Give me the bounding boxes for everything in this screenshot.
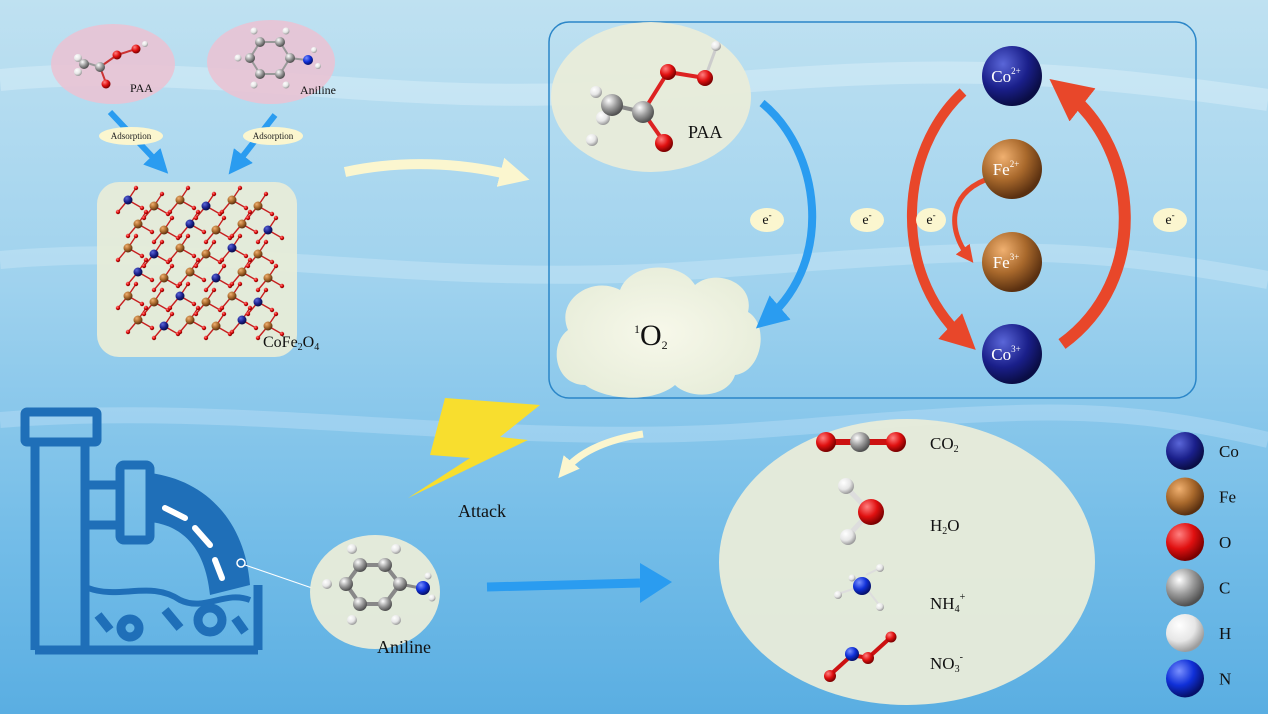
fe3-ion <box>982 232 1042 292</box>
aniline-label: Aniline <box>377 637 431 657</box>
legend-swatch-o <box>1166 523 1204 561</box>
singlet-attack-arrow <box>558 430 644 479</box>
co2-to-co3-arrow <box>907 88 976 350</box>
cofe2o4-crystal-structure <box>115 185 285 341</box>
legend-swatch-fe <box>1166 477 1204 516</box>
nh4-molecule <box>834 564 884 611</box>
svg-text:e-: e- <box>926 210 935 228</box>
aniline-molecule <box>322 544 436 625</box>
co3-ion <box>982 324 1042 384</box>
paa-large-molecule <box>586 41 721 152</box>
wastewater-factory-icon <box>20 407 263 655</box>
no3-product-label: NO3- <box>930 652 963 675</box>
mechanism-panel <box>548 21 1197 399</box>
adsorption-label-left: Adsorption <box>111 131 152 141</box>
legend-label-fe: Fe <box>1219 488 1236 507</box>
products-oval <box>719 419 1095 705</box>
fe2-to-fe3-arrow <box>952 177 987 263</box>
singlet-oxygen-label: 1O2 <box>634 319 668 352</box>
fe3-ion-label: Fe3+ <box>993 252 1020 272</box>
co2-molecule <box>816 432 906 452</box>
transfer-arrow <box>343 157 530 187</box>
sample-point <box>236 558 246 568</box>
legend-label-n: N <box>1219 670 1231 689</box>
co3-to-co2-arrow <box>1049 79 1131 349</box>
electron-badge: e- <box>916 208 946 232</box>
legend-swatch-co <box>1166 432 1204 470</box>
legend-label-c: C <box>1219 579 1230 598</box>
aniline-bubble <box>310 535 440 649</box>
legend-label-h: H <box>1219 624 1231 643</box>
svg-text:e-: e- <box>762 210 771 228</box>
h2o-molecule <box>838 478 884 545</box>
sample-line <box>244 564 313 589</box>
co3-ion-label: Co3+ <box>991 344 1020 364</box>
paa-to-singlet-arrow <box>755 99 817 329</box>
singlet-oxygen-cloud <box>556 267 761 398</box>
degradation-arrow-head <box>640 563 672 603</box>
co2-ion <box>982 46 1042 106</box>
legend-swatch-h <box>1166 614 1204 652</box>
adsorption-label-right: Adsorption <box>253 131 294 141</box>
co2-product-label: CO2 <box>930 434 959 455</box>
electron-badge: e- <box>1153 208 1187 232</box>
cofe2o4-label: CoFe2O4 <box>263 334 319 353</box>
lightning-bolt-icon <box>408 398 540 498</box>
aniline-small-bubble <box>207 20 335 104</box>
h2o-product-label: H2O <box>930 516 960 537</box>
co2-ion-label: Co2+ <box>991 66 1020 86</box>
legend-label-o: O <box>1219 533 1231 552</box>
fe2-ion <box>982 139 1042 199</box>
adsorption-badge-right <box>243 127 303 145</box>
legend-swatch-n <box>1166 659 1204 698</box>
degradation-arrow <box>486 578 641 592</box>
no3-molecule <box>824 631 897 682</box>
paa-small-bubble <box>51 24 175 104</box>
svg-text:e-: e- <box>862 210 871 228</box>
aniline-small-label: Aniline <box>300 83 336 97</box>
nh4-product-label: NH4+ <box>930 592 966 615</box>
electron-badge: e- <box>750 208 784 232</box>
legend-swatch-c <box>1166 568 1204 607</box>
attack-label: Attack <box>458 501 506 521</box>
paa-large-label: PAA <box>688 122 722 142</box>
svg-text:e-: e- <box>1165 210 1174 228</box>
fe2-ion-label: Fe2+ <box>993 159 1020 179</box>
paa-small-molecule <box>74 41 148 89</box>
pipe-dashes <box>162 505 225 581</box>
paa-small-label: PAA <box>130 81 153 95</box>
adsorption-badge-left <box>99 127 163 145</box>
electron-badge: e- <box>850 208 884 232</box>
legend-label-co: Co <box>1219 442 1239 461</box>
aniline-small-molecule <box>234 27 321 89</box>
